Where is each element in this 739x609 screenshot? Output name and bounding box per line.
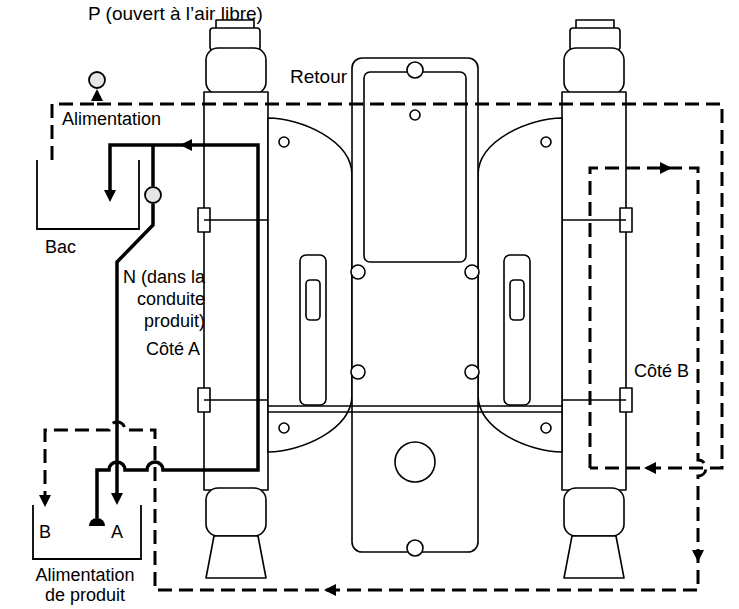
pump-part: [39, 495, 51, 507]
gauge-outline: [88, 71, 106, 89]
pump-part: [324, 584, 336, 596]
pump-part: [97, 104, 722, 468]
gauge-label: N (dans la conduite produit): [121, 266, 205, 332]
pump-part: [465, 265, 479, 279]
pump-part: [97, 145, 258, 518]
side-label: Côté B: [634, 360, 689, 382]
pump-part: [692, 550, 704, 562]
arrow-head: [111, 493, 123, 505]
pump-part: [644, 462, 656, 474]
pump-part: [352, 58, 478, 552]
pump-part: [151, 145, 155, 186]
pump-part: [407, 540, 423, 556]
pump-part: [268, 405, 562, 407]
pressure-gauge: P (ouvert à l’air libre): [88, 71, 106, 89]
port-letter: B: [39, 521, 51, 543]
tank-wall: [33, 505, 141, 559]
pump-part: [351, 265, 365, 279]
supply-line: [97, 145, 258, 518]
pump-part: [268, 411, 562, 413]
pump-part: [465, 365, 479, 379]
arrow-head: [91, 89, 103, 101]
gauge-outline: [144, 186, 162, 204]
pump-part: [395, 442, 435, 482]
pump-part: [364, 72, 466, 262]
gauge-label: P (ouvert à l’air libre): [88, 3, 263, 25]
gauge-circle: [145, 187, 161, 203]
return-pipe: [52, 99, 97, 160]
line-label: Retour: [290, 66, 347, 88]
port-letter: A: [111, 521, 123, 543]
pump-part: [104, 190, 116, 202]
pump-part: [351, 365, 365, 379]
pump-part: [45, 168, 706, 590]
tank-wall: [37, 160, 139, 229]
suction-foot: [89, 518, 105, 526]
tank-outline: [36, 160, 140, 230]
side-label: Côté A: [146, 338, 200, 360]
pump-part: [180, 139, 192, 151]
line-label: Alimentation: [62, 108, 161, 130]
tank-label: Alimentation de produit: [29, 565, 141, 605]
return-line: [45, 104, 722, 590]
tank-label: Bac: [45, 236, 76, 258]
pump-part: [407, 62, 423, 78]
gauge-circle: [89, 72, 105, 88]
pump-part: [410, 110, 420, 120]
pump-part: [660, 162, 672, 174]
pressure-gauge: N (dans la conduite produit): [144, 186, 162, 204]
tank: Bac: [36, 160, 140, 230]
tank: BAAlimentation de produit: [32, 505, 142, 560]
